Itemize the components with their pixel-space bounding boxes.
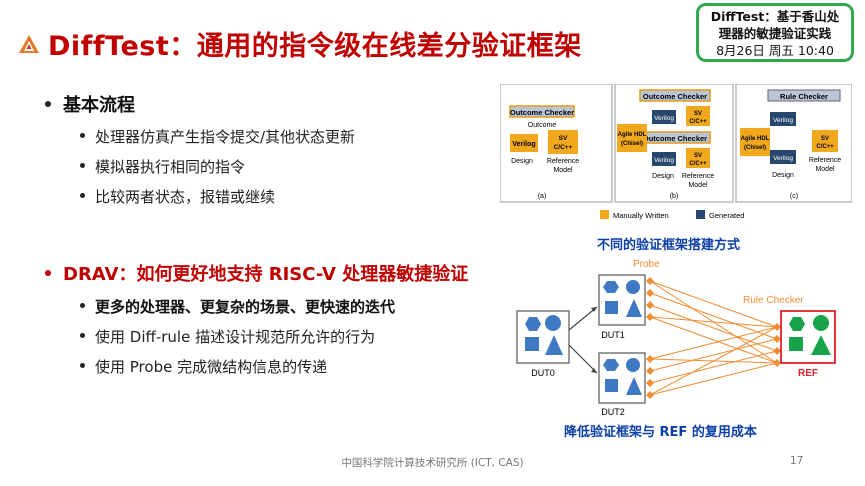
section1-heading: 基本流程 [45,91,135,117]
svg-text:DUT0: DUT0 [531,368,555,378]
section2-item: 更多的处理器、更复杂的场景、更快速的迭代 [80,296,395,317]
svg-text:Verilog: Verilog [654,157,674,164]
svg-text:DUT1: DUT1 [601,330,625,340]
panel-a: Outcome Checker Outcome Verilog SV C/C++… [500,84,613,203]
section1-item: 模拟器执行相同的指令 [80,156,245,177]
svg-text:Probe: Probe [633,259,660,270]
svg-text:Model: Model [553,167,573,174]
svg-text:(c): (c) [790,193,798,200]
svg-text:(Chisel): (Chisel) [621,141,643,147]
footer-institution: 中国科学院计算技术研究所 (ICT, CAS) [341,457,524,469]
panel-b: Outcome Checker Verilog SV C/C++ Outcome… [614,84,734,203]
section1-item: 处理器仿真产生指令提交/其他状态更新 [80,126,355,147]
dut1-block: DUT1 [598,274,646,340]
section1-item: 比较两者状态，报错或继续 [80,186,275,207]
svg-text:SV: SV [821,136,829,142]
svg-text:Model: Model [688,182,708,189]
outcome-checker-box [509,105,575,118]
badge-line2: 理器的敏捷验证实践 [718,26,832,41]
sv-box [548,130,578,154]
bullet-icon [80,333,85,338]
svg-text:Rule Checker: Rule Checker [780,92,828,101]
figure1-caption: 不同的验证框架搭建方式 [597,238,741,253]
dut2-block: DUT2 [598,352,646,417]
svg-text:C/C++: C/C++ [689,119,707,125]
badge-line1: DiffTest：基于香山处 [710,9,840,24]
svg-text:Reference: Reference [547,158,579,165]
badge-date: 8月26日 周五 10:40 [716,43,834,58]
verilog-box [510,134,538,152]
bullet-icon [80,163,85,168]
section2-heading: DRAV：如何更好地支持 RISC-V 处理器敏捷验证 [45,260,468,286]
svg-text:Verilog: Verilog [512,141,535,148]
svg-text:C/C++: C/C++ [689,161,707,167]
svg-text:C/C++: C/C++ [816,144,834,150]
bullet-icon [80,363,85,368]
svg-text:REF: REF [798,368,818,379]
svg-text:(b): (b) [670,193,679,200]
title-text: DiffTest：通用的指令级在线差分验证框架 [48,31,582,62]
svg-text:Verilog: Verilog [654,115,674,122]
svg-text:Design: Design [652,173,674,180]
svg-text:Design: Design [511,158,533,165]
figure2-caption: 降低验证框架与 REF 的复用成本 [564,425,757,440]
svg-text:Manually Written: Manually Written [613,211,669,220]
svg-text:Generated: Generated [709,211,744,220]
svg-text:(a): (a) [538,193,547,200]
section2-item: 使用 Diff-rule 描述设计规范所允许的行为 [80,326,375,347]
svg-text:Outcome Checker: Outcome Checker [643,134,707,143]
ict-logo-icon [19,34,39,53]
svg-text:SV: SV [694,153,702,159]
probe-connections [649,280,778,396]
svg-text:Reference: Reference [809,157,841,164]
section2-item: 使用 Probe 完成微结构信息的传递 [80,356,327,377]
bullet-icon [80,193,85,198]
svg-text:DUT2: DUT2 [601,407,625,417]
bullet-icon [45,101,51,107]
svg-text:(Chisel): (Chisel) [744,145,766,151]
svg-text:Reference: Reference [682,173,714,180]
svg-text:Outcome: Outcome [528,122,557,129]
dut0-block: DUT0 [516,310,570,378]
svg-text:Agile HDL: Agile HDL [618,132,647,138]
panel-c: Rule Checker Verilog Agile HDL (Chisel) … [735,84,852,203]
svg-text:Design: Design [772,172,794,179]
verification-framework-diagram: Outcome Checker Outcome Verilog SV C/C++… [500,84,852,220]
session-badge: DiffTest：基于香山处 理器的敏捷验证实践 8月26日 周五 10:40 [696,3,854,62]
svg-text:Verilog: Verilog [773,117,793,124]
bullet-icon [80,133,85,138]
bullet-icon [45,270,51,276]
drav-architecture-diagram: Probe Rule Checker DUT0 DUT1 DUT2 [516,259,836,417]
svg-text:SV: SV [559,135,568,142]
svg-text:Verilog: Verilog [773,155,793,162]
svg-text:Outcome Checker: Outcome Checker [643,92,707,101]
bullet-icon [80,303,85,308]
figure-legend: Manually Written Generated [600,210,744,220]
svg-text:Model: Model [815,166,835,173]
svg-text:Agile HDL: Agile HDL [741,136,770,142]
ref-block: REF [780,310,836,379]
probe-points [646,277,781,399]
svg-text:Rule Checker: Rule Checker [743,295,804,306]
slide-title: DiffTest：通用的指令级在线差分验证框架 [18,24,582,63]
svg-text:C/C++: C/C++ [554,144,573,151]
svg-text:SV: SV [694,111,702,117]
page-number: 17 [790,455,804,467]
svg-text:Outcome Checker: Outcome Checker [510,108,574,117]
